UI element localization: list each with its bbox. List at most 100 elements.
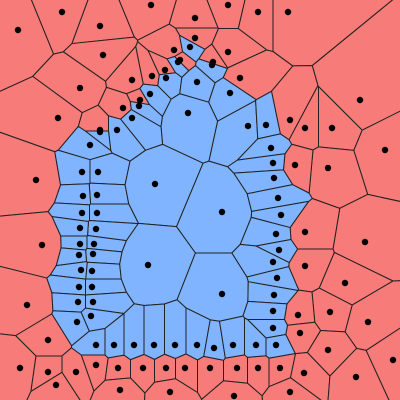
site-point bbox=[89, 298, 97, 306]
site-point bbox=[54, 114, 62, 122]
site-point bbox=[254, 8, 262, 16]
site-point bbox=[272, 341, 280, 349]
site-point bbox=[16, 364, 24, 372]
site-point bbox=[300, 369, 308, 377]
site-point bbox=[144, 261, 152, 269]
site-point bbox=[208, 61, 216, 69]
site-point bbox=[244, 122, 252, 130]
site-point bbox=[174, 58, 182, 66]
site-point bbox=[96, 128, 104, 136]
site-point bbox=[99, 51, 107, 59]
site-point bbox=[254, 364, 262, 372]
site-point bbox=[206, 364, 214, 372]
site-point bbox=[252, 341, 260, 349]
site-point bbox=[301, 124, 309, 132]
site-point bbox=[356, 96, 364, 104]
inner-region-cell bbox=[185, 307, 211, 361]
site-point bbox=[147, 1, 155, 9]
site-point bbox=[110, 341, 118, 349]
site-point bbox=[294, 311, 302, 319]
inner-region-cell bbox=[242, 300, 288, 320]
site-point bbox=[272, 230, 280, 238]
inner-region-cell bbox=[143, 303, 165, 360]
site-point bbox=[193, 341, 201, 349]
site-point bbox=[274, 194, 282, 202]
inner-region-cell bbox=[265, 334, 296, 359]
site-point bbox=[76, 84, 84, 92]
site-point bbox=[86, 141, 94, 149]
site-point bbox=[301, 262, 309, 270]
site-point bbox=[291, 161, 299, 169]
site-point bbox=[181, 364, 189, 372]
site-point bbox=[193, 78, 201, 86]
site-point bbox=[277, 211, 285, 219]
site-point bbox=[128, 114, 136, 122]
site-point bbox=[136, 96, 144, 104]
site-point bbox=[191, 34, 199, 42]
site-point bbox=[210, 344, 218, 352]
inner-region-cell bbox=[255, 90, 281, 140]
site-point bbox=[218, 290, 226, 298]
site-point bbox=[270, 174, 278, 182]
site-point bbox=[364, 318, 372, 326]
site-point bbox=[74, 298, 82, 306]
site-point bbox=[236, 74, 244, 82]
site-point bbox=[92, 225, 100, 233]
site-point bbox=[135, 102, 143, 110]
site-point bbox=[58, 8, 66, 16]
site-point bbox=[44, 368, 52, 376]
site-point bbox=[23, 301, 31, 309]
site-point bbox=[269, 159, 277, 167]
site-point bbox=[94, 168, 102, 176]
site-point bbox=[75, 283, 83, 291]
site-point bbox=[76, 224, 84, 232]
site-point bbox=[218, 208, 226, 216]
site-point bbox=[191, 14, 199, 22]
site-point bbox=[162, 364, 170, 372]
site-point bbox=[267, 144, 275, 152]
site-point bbox=[166, 388, 174, 396]
site-point bbox=[139, 364, 147, 372]
inner-region-cell bbox=[70, 328, 106, 356]
site-point bbox=[262, 121, 270, 129]
voronoi-sites bbox=[14, 1, 397, 400]
site-point bbox=[93, 209, 101, 217]
outer-region-cell bbox=[168, 0, 219, 29]
site-point bbox=[229, 341, 237, 349]
site-point bbox=[88, 283, 96, 291]
site-point bbox=[146, 90, 154, 98]
site-point bbox=[184, 109, 192, 117]
site-point bbox=[276, 364, 284, 372]
site-point bbox=[32, 176, 40, 184]
site-point bbox=[224, 48, 232, 56]
site-point bbox=[324, 164, 332, 172]
site-point bbox=[14, 26, 22, 34]
site-point bbox=[89, 250, 97, 258]
site-point bbox=[171, 341, 179, 349]
site-point bbox=[119, 104, 127, 112]
site-point bbox=[75, 251, 83, 259]
inner-region-cell bbox=[123, 303, 145, 361]
outer-region-cell bbox=[261, 377, 322, 400]
site-point bbox=[78, 209, 86, 217]
site-point bbox=[151, 180, 159, 188]
site-point bbox=[270, 291, 278, 299]
site-point bbox=[286, 388, 294, 396]
site-point bbox=[275, 246, 283, 254]
site-point bbox=[93, 191, 101, 199]
site-point bbox=[78, 168, 86, 176]
site-point bbox=[92, 361, 100, 369]
inner-region-cell bbox=[203, 319, 226, 361]
site-point bbox=[361, 238, 369, 246]
site-point bbox=[233, 364, 241, 372]
site-point bbox=[296, 329, 304, 337]
site-point bbox=[38, 241, 46, 249]
site-point bbox=[77, 266, 85, 274]
site-point bbox=[96, 22, 104, 30]
site-point bbox=[72, 368, 80, 376]
site-point bbox=[92, 341, 100, 349]
site-point bbox=[324, 346, 332, 354]
inner-region-cell bbox=[164, 299, 187, 359]
